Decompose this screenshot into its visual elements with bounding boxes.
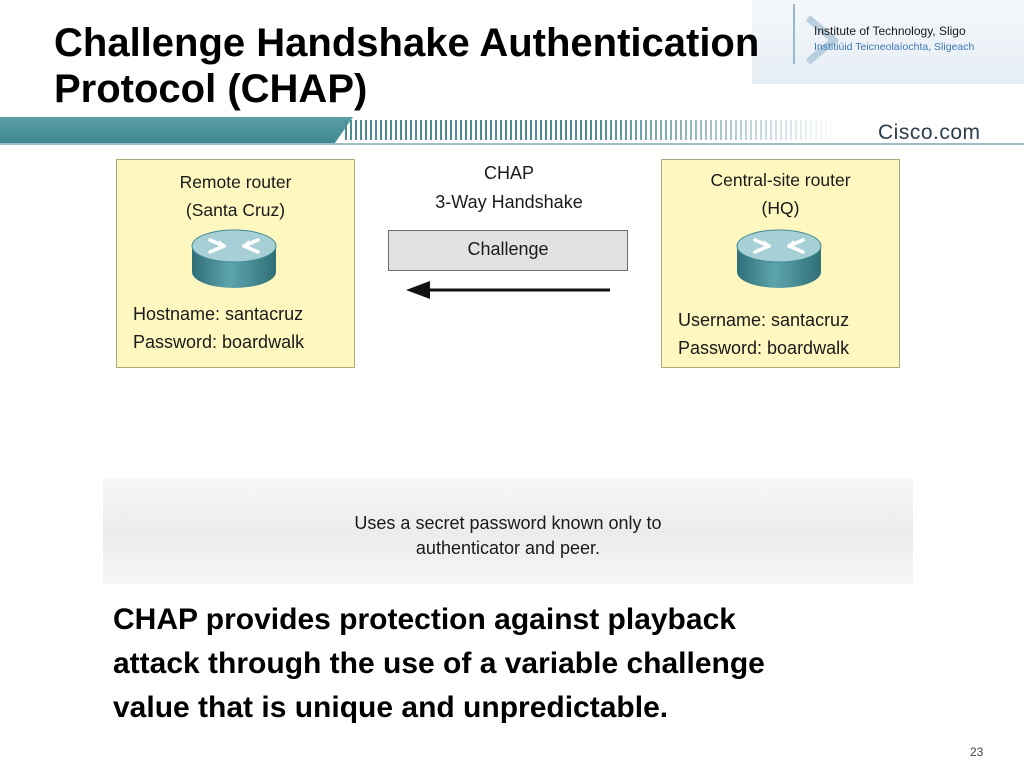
page-number: 23 [970, 745, 984, 759]
cisco-band-bar [0, 117, 330, 143]
slide-title-line2: Protocol (CHAP) [54, 67, 368, 111]
central-router-location: (HQ) [761, 198, 800, 218]
cisco-header-band [0, 117, 1024, 145]
body-line1: CHAP provides protection against playbac… [113, 603, 736, 636]
router-icon [736, 229, 822, 288]
note-band: Uses a secret password known only to aut… [103, 478, 913, 584]
challenge-message-box: Challenge [388, 230, 628, 271]
institute-name: Institute of Technology, Sligo [814, 24, 966, 38]
slide-title-line1: Challenge Handshake Authentication [54, 21, 760, 65]
body-line2: attack through the use of a variable cha… [113, 647, 765, 680]
institute-emblem-icon [793, 4, 840, 65]
slide-title: Challenge Handshake Authentication Proto… [54, 20, 759, 112]
handshake-title: CHAP [483, 163, 534, 183]
remote-router-box: Remote router (Santa Cruz) Hostname: san… [116, 159, 355, 368]
central-router-title: Central-site router [710, 170, 851, 190]
institute-logo-panel [752, 0, 1024, 84]
router-icon [191, 229, 277, 288]
cisco-band-stripes [345, 120, 840, 140]
institute-logo: Institute of Technology, Sligo Institiúi… [748, 0, 1024, 88]
left-arrow-icon [406, 281, 610, 299]
body-paragraph: CHAP provides protection against playbac… [113, 598, 933, 730]
central-router-username: Username: santacruz [678, 310, 850, 330]
remote-router-title: Remote router [179, 172, 292, 192]
handshake-subtitle: 3-Way Handshake [435, 192, 583, 212]
central-router-box: Central-site router (HQ) Username: santa… [661, 159, 900, 368]
cisco-band-rule [0, 143, 1024, 145]
institute-name-irish: Institiúid Teicneolaíochta, Sligeach [814, 41, 975, 53]
remote-router-location: (Santa Cruz) [185, 200, 286, 220]
remote-router-hostname: Hostname: santacruz [133, 304, 304, 324]
body-line3: value that is unique and unpredictable. [113, 691, 669, 724]
note-line1: Uses a secret password known only to [354, 513, 662, 533]
note-line2: authenticator and peer. [415, 538, 601, 558]
central-router-password: Password: boardwalk [678, 338, 850, 358]
cisco-com-label: Cisco.com [878, 121, 981, 144]
note-text: Uses a secret password known only to aut… [103, 511, 913, 561]
remote-router-password: Password: boardwalk [133, 332, 305, 352]
